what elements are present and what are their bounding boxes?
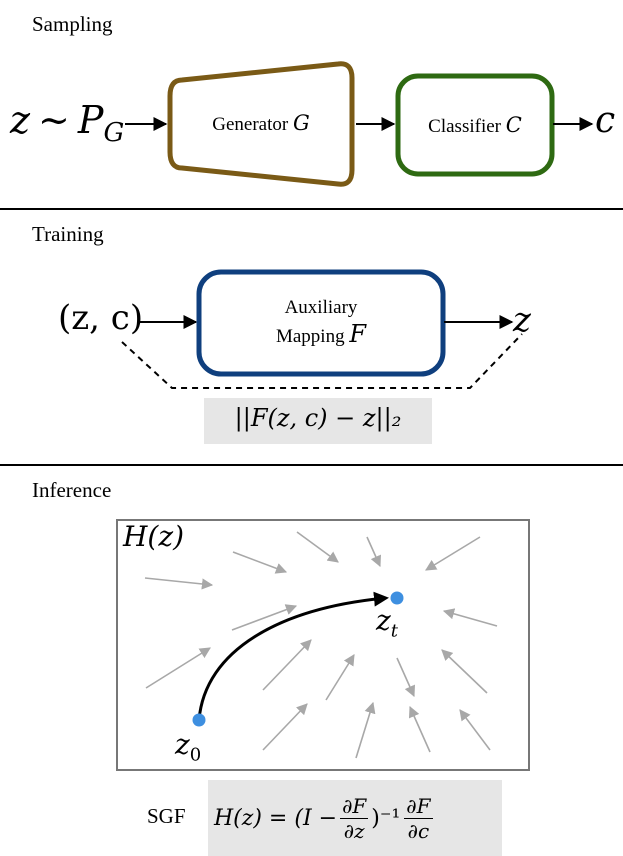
tilde-symbol: ∼ [38,98,70,142]
vector-field-panel [116,519,530,771]
sampling-output-c: c [595,100,616,141]
trajectory-path [197,591,389,721]
sgf-power: )⁻¹ [371,805,401,831]
loss-formula: ||F(z, c) − z||₂ [234,404,402,432]
sgf-formula: H(z) = (I − ∂F ∂z )⁻¹ ∂F ∂c [214,784,433,852]
sgf-fraction-1: ∂F ∂z [340,793,369,843]
sampling-input: z∼PG [10,98,124,148]
mapping-label: Auxiliary Mapping F [275,297,366,348]
sampling-title: Sampling [32,12,113,36]
training-output-z: z [513,300,531,340]
divider-bottom [0,464,623,466]
vector-field-frame [116,519,530,771]
sgf-fraction-2: ∂F ∂c [404,793,433,843]
inference-title: Inference [32,478,112,502]
training-title: Training [32,222,104,246]
loss-dashed-path [121,333,523,389]
target-point-label: zt [376,604,398,642]
sgf-label: SGF [147,804,186,828]
distribution-P: P [77,98,104,142]
field-arrows [144,531,498,759]
sampling-diagram [125,61,594,187]
target-point [390,591,404,605]
sgf-lhs: H(z) = (I − [214,805,338,831]
mapping-box [196,269,446,377]
distribution-subscript-G: G [103,118,125,148]
training-input: (z, c) [58,298,144,338]
loss-background [204,398,432,444]
field-label: H(z) [123,520,185,553]
training-diagram [121,269,523,444]
start-point [192,713,206,727]
latent-z: z [10,98,31,142]
generator-box [167,61,355,187]
generator-label: Generator G [212,111,310,135]
classifier-label: Classifier C [428,113,522,137]
divider-top [0,208,623,210]
start-point-label: z0 [175,728,202,766]
classifier-box [395,73,555,177]
